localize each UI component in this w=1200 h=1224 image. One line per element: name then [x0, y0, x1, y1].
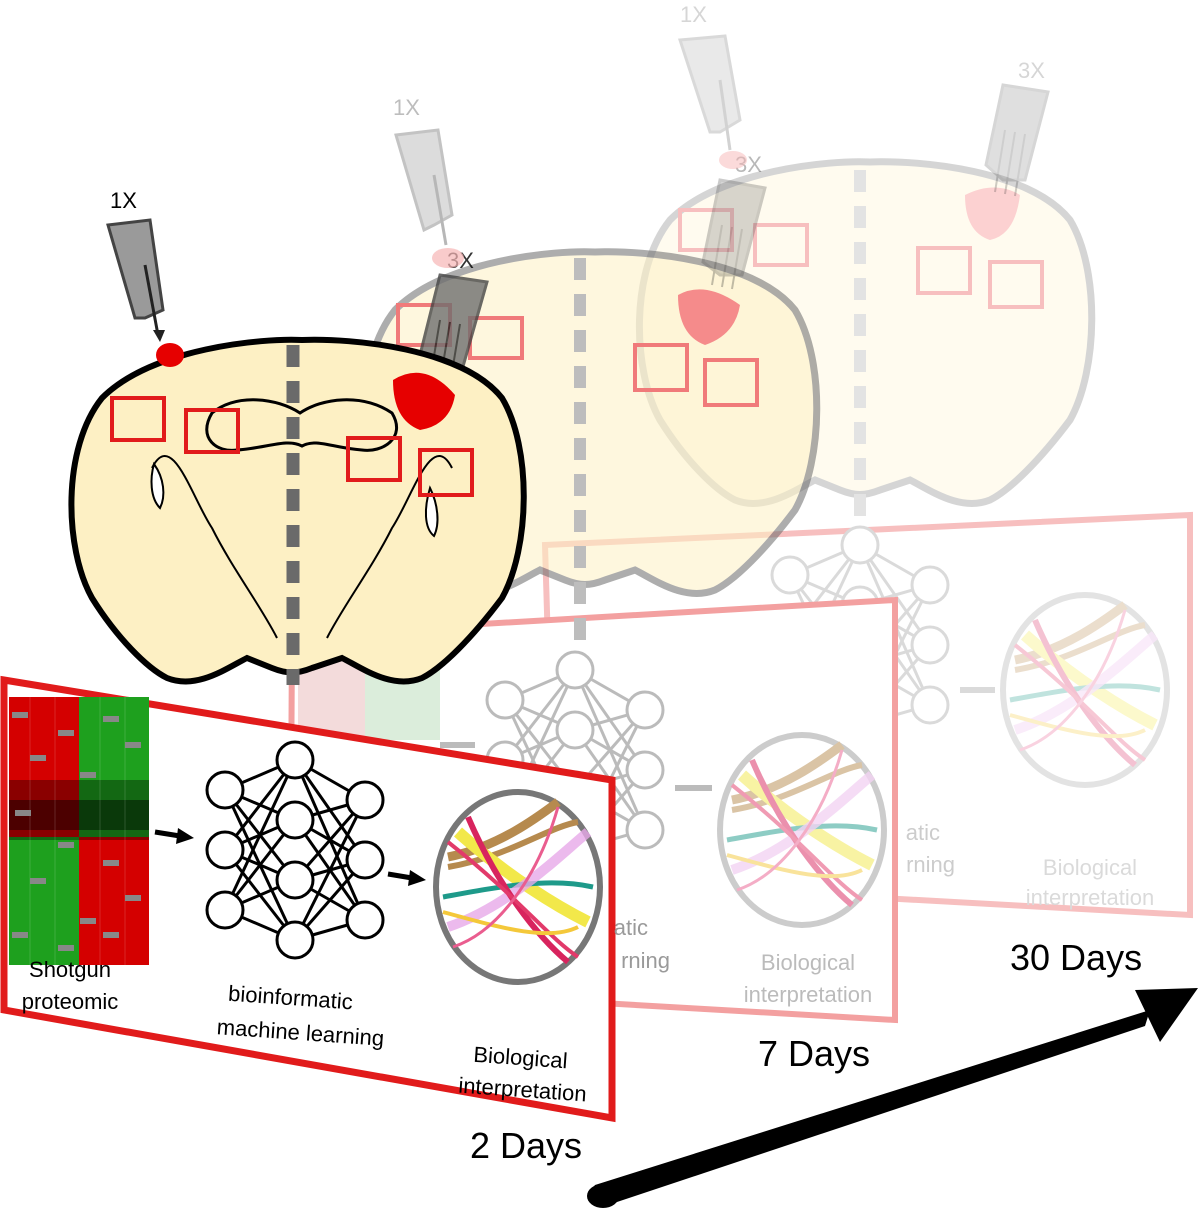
- sampling-regions-2: [110, 396, 474, 497]
- timeline-arrow: [587, 988, 1198, 1208]
- chord-diagram-7: [720, 735, 884, 925]
- lesion-1x: [156, 343, 184, 367]
- lesion-3x: [393, 372, 455, 430]
- step3-sub-30: interpretation: [1026, 885, 1154, 910]
- chord-diagram-2: [436, 792, 600, 982]
- dose-label-2-1x: 1X: [110, 188, 137, 213]
- svg-text:rning: rning: [906, 852, 955, 877]
- step1-sub-2: proteomic: [22, 989, 119, 1014]
- dose-label-30-1x: 1X: [680, 2, 707, 27]
- day-label-7: 7 Days: [758, 1033, 870, 1074]
- step3-title-7: Biological: [761, 950, 855, 975]
- day-label-2: 2 Days: [470, 1125, 582, 1166]
- dose-label-7-1x: 1X: [393, 95, 420, 120]
- panel-2-days: [0, 675, 616, 1123]
- step3-sub-7: interpretation: [744, 982, 872, 1007]
- day-label-30: 30 Days: [1010, 937, 1142, 978]
- proteomics-heatmap: [9, 697, 149, 965]
- injector-30-triple-a: 3X: [701, 152, 767, 290]
- step1-title-2: Shotgun: [29, 957, 111, 982]
- dose-label-30-3x-b: 3X: [1018, 58, 1045, 83]
- arrow-net-to-chord: [387, 870, 426, 886]
- injector-7-single: 1X: [393, 95, 454, 246]
- injector-30-single: 1X: [677, 2, 742, 151]
- injector-30-triple-b: 3X: [984, 58, 1050, 197]
- svg-text:atic: atic: [614, 915, 648, 940]
- timepoint-2-days: Shotgun proteomic bioinformatic machine …: [0, 188, 670, 1123]
- svg-text:atic: atic: [906, 820, 940, 845]
- chord-diagram-30: [1003, 595, 1167, 785]
- svg-text:rning: rning: [621, 948, 670, 973]
- injector-2-single: 1X: [106, 188, 165, 342]
- arrow-heatmap-to-net: [154, 828, 194, 844]
- step3-title-30: Biological: [1043, 855, 1137, 880]
